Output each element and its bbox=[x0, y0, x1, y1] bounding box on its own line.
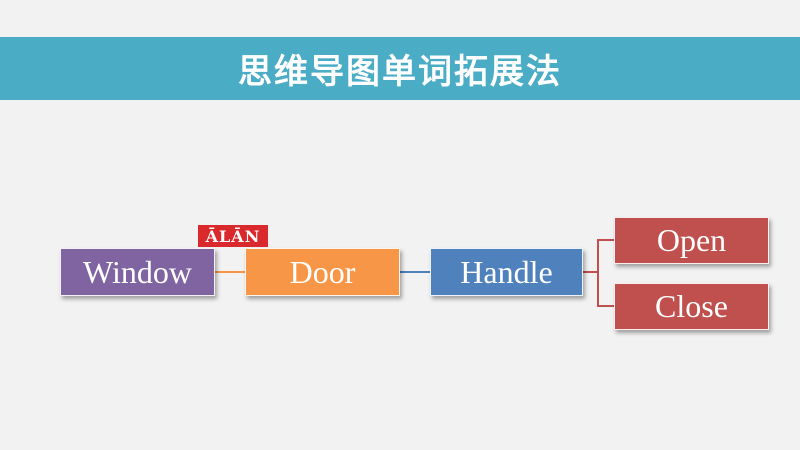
edge-handle-close bbox=[597, 272, 614, 307]
node-handle: Handle bbox=[430, 248, 583, 296]
page-title: 思维导图单词拓展法 bbox=[238, 52, 562, 92]
node-door: Door bbox=[245, 248, 400, 296]
node-open: Open bbox=[614, 217, 769, 264]
alan-logo-badge: ĀLĀN bbox=[198, 225, 268, 247]
edge-handle-open bbox=[583, 239, 614, 273]
title-banner: 思维导图单词拓展法 bbox=[0, 37, 800, 100]
node-close: Close bbox=[614, 283, 769, 330]
node-window: Window bbox=[60, 248, 215, 296]
